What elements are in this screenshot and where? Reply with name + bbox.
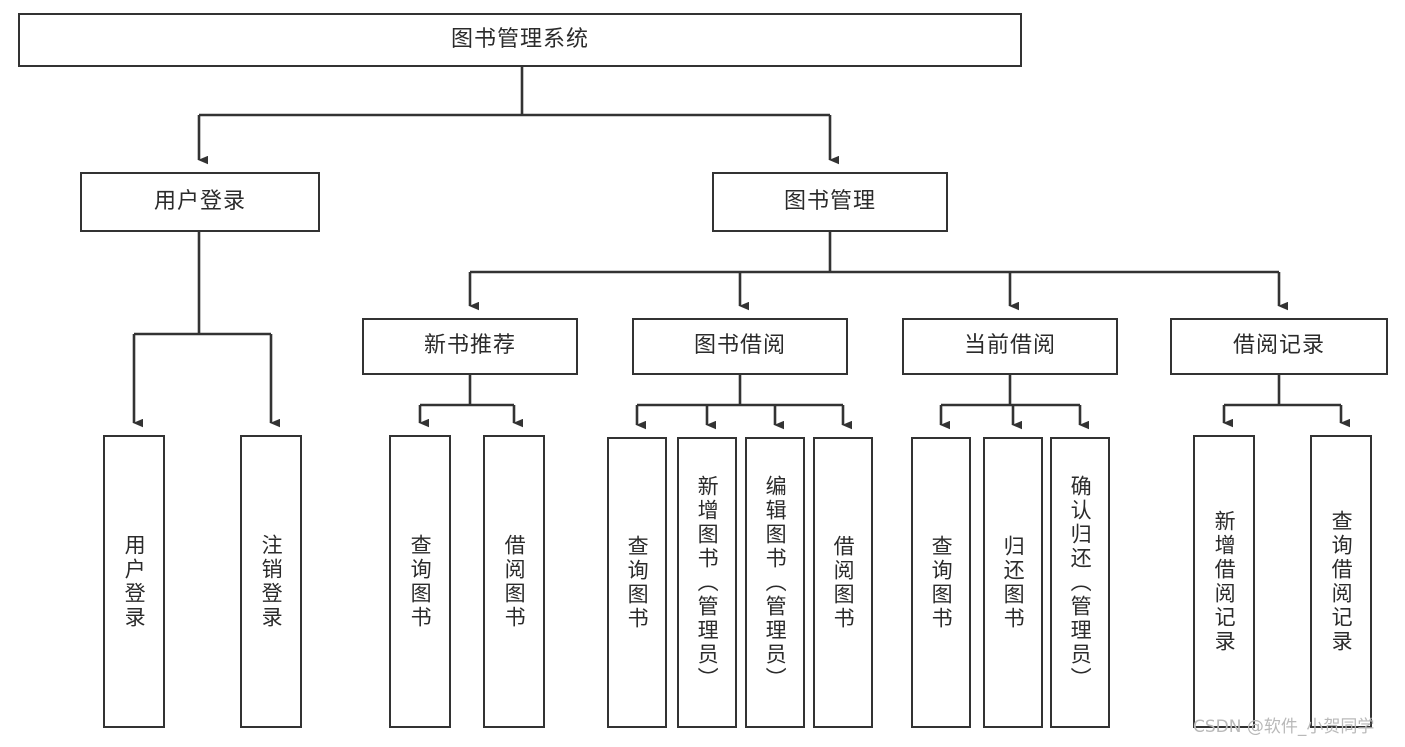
node-leaf-query-book-cur-label: 查询图书: [929, 534, 954, 631]
connector-bookborrow-to-leaves: [635, 375, 852, 430]
node-leaf-add-book-label: 新增图书（管理员）: [695, 474, 720, 691]
node-leaf-add-borrow-record-label: 新增借阅记录: [1212, 509, 1237, 654]
node-book-borrow-label: 图书借阅: [693, 333, 786, 359]
node-leaf-query-borrow-record[interactable]: 查询借阅记录: [1310, 435, 1372, 728]
node-root-label: 图书管理系统: [450, 26, 589, 52]
node-leaf-add-borrow-record[interactable]: 新增借阅记录: [1193, 435, 1255, 728]
node-leaf-user-logout[interactable]: 注销登录: [240, 435, 302, 728]
connector-borrowrecord-to-leaves: [1222, 375, 1350, 428]
connector-bookmanage-to-level3: [468, 232, 1288, 311]
node-leaf-user-logout-label: 注销登录: [259, 533, 284, 630]
node-leaf-query-borrow-record-label: 查询借阅记录: [1329, 509, 1354, 654]
node-leaf-user-login[interactable]: 用户登录: [103, 435, 165, 728]
node-user-login-label: 用户登录: [153, 188, 246, 214]
node-current-borrow-label: 当前借阅: [963, 333, 1056, 359]
node-leaf-return-book[interactable]: 归还图书: [983, 437, 1043, 728]
node-leaf-borrow-book-label: 借阅图书: [831, 534, 856, 631]
node-leaf-query-book-rec[interactable]: 查询图书: [389, 435, 451, 728]
node-borrow-record-label: 借阅记录: [1232, 333, 1325, 359]
node-leaf-query-book-borrow[interactable]: 查询图书: [607, 437, 667, 728]
node-root[interactable]: 图书管理系统: [18, 13, 1022, 67]
connector-userlogin-to-leaves: [132, 232, 280, 428]
node-leaf-borrow-book[interactable]: 借阅图书: [813, 437, 873, 728]
node-leaf-query-book-borrow-label: 查询图书: [625, 534, 650, 631]
node-borrow-record[interactable]: 借阅记录: [1170, 318, 1388, 375]
node-leaf-borrow-book-rec[interactable]: 借阅图书: [483, 435, 545, 728]
node-book-manage[interactable]: 图书管理: [712, 172, 948, 232]
node-current-borrow[interactable]: 当前借阅: [902, 318, 1118, 375]
connector-root-to-level2: [197, 67, 839, 165]
node-leaf-confirm-return-label: 确认归还（管理员）: [1068, 474, 1093, 691]
node-book-manage-label: 图书管理: [783, 188, 876, 214]
node-user-login[interactable]: 用户登录: [80, 172, 320, 232]
node-new-book-recommend[interactable]: 新书推荐: [362, 318, 578, 375]
node-leaf-edit-book-label: 编辑图书（管理员）: [763, 474, 788, 691]
node-leaf-edit-book[interactable]: 编辑图书（管理员）: [745, 437, 805, 728]
connector-currentborrow-to-leaves: [939, 375, 1089, 430]
node-leaf-return-book-label: 归还图书: [1001, 534, 1026, 631]
connector-newbook-to-leaves: [418, 375, 523, 428]
node-leaf-confirm-return[interactable]: 确认归还（管理员）: [1050, 437, 1110, 728]
node-new-book-recommend-label: 新书推荐: [423, 333, 516, 359]
node-leaf-add-book[interactable]: 新增图书（管理员）: [677, 437, 737, 728]
node-book-borrow[interactable]: 图书借阅: [632, 318, 848, 375]
node-leaf-query-book-cur[interactable]: 查询图书: [911, 437, 971, 728]
node-leaf-borrow-book-rec-label: 借阅图书: [502, 533, 527, 630]
node-leaf-user-login-label: 用户登录: [122, 533, 147, 630]
node-leaf-query-book-rec-label: 查询图书: [408, 533, 433, 630]
